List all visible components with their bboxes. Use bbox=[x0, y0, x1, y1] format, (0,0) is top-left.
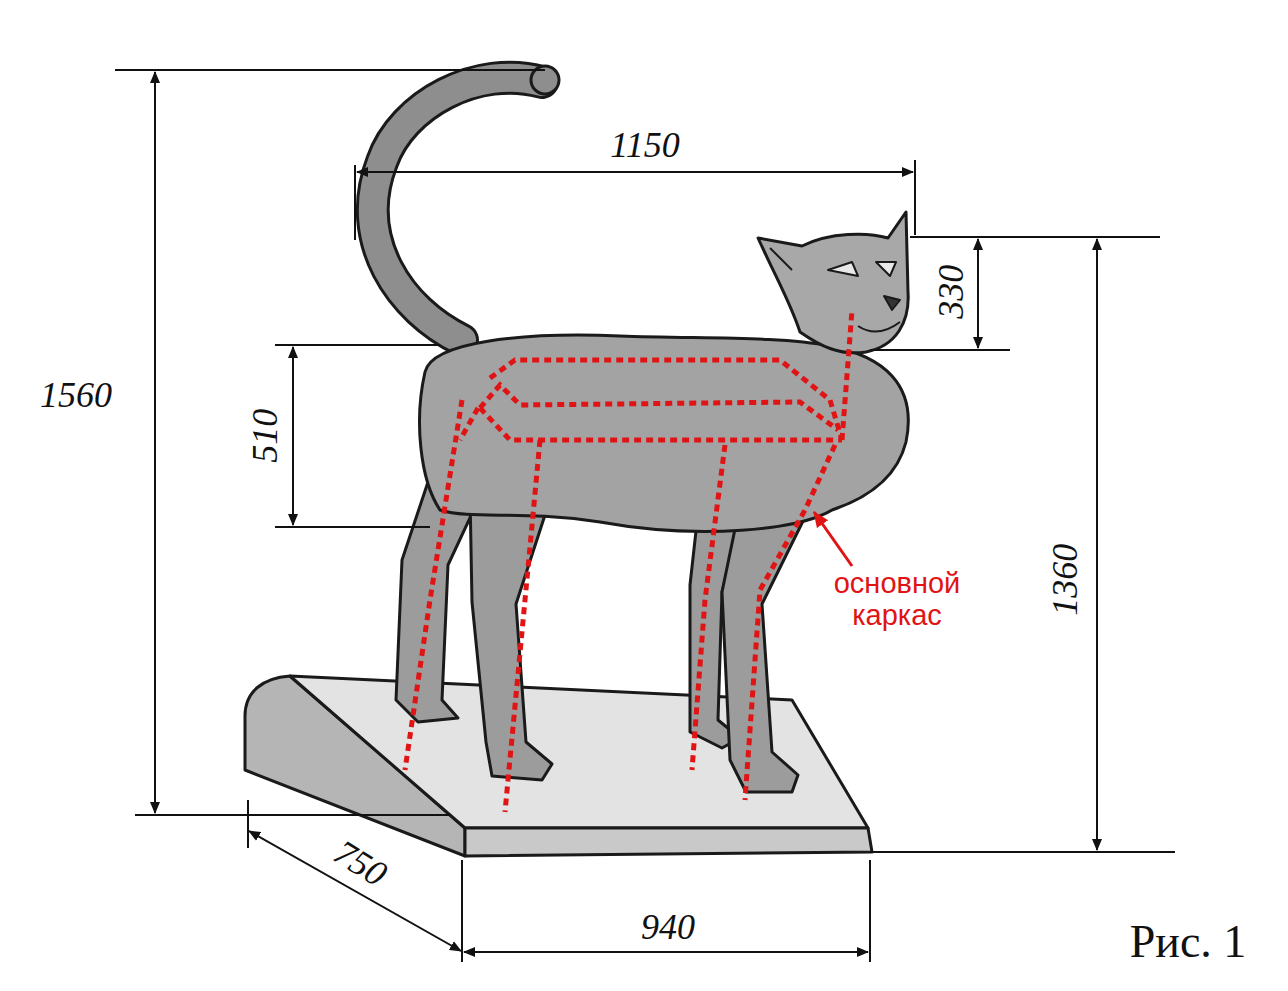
dimension-label: 1150 bbox=[607, 126, 682, 166]
dimension-label: 940 bbox=[638, 908, 698, 948]
main-frame-dotted bbox=[405, 310, 852, 812]
cat-head bbox=[758, 212, 908, 353]
cat-tail bbox=[373, 66, 559, 340]
callout-leader-arrow bbox=[814, 512, 852, 566]
cat-body bbox=[420, 335, 909, 531]
dimension-label: 1560 bbox=[37, 376, 115, 416]
dimension-label: 750 bbox=[324, 831, 396, 896]
dimension-label: 330 bbox=[932, 262, 972, 322]
figure-caption: Рис. 1 bbox=[1130, 917, 1247, 968]
callout-label: основной каркас bbox=[792, 568, 1002, 632]
dimension-lines bbox=[115, 70, 1175, 962]
dimension-label: 1360 bbox=[1046, 541, 1086, 619]
dimension-label: 510 bbox=[246, 406, 286, 466]
